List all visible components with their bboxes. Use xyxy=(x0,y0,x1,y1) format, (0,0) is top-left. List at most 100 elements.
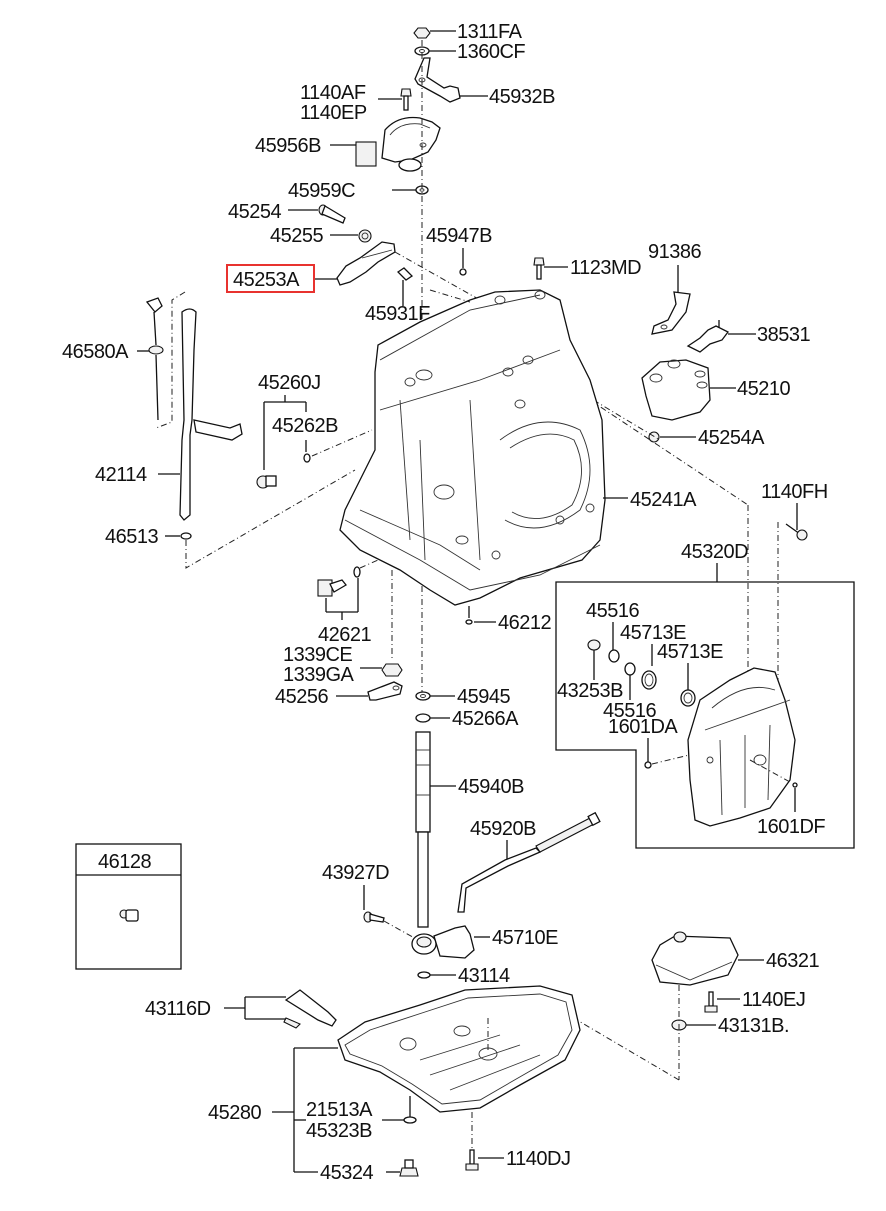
label-46580A[interactable]: 46580A xyxy=(62,341,130,363)
label-1123MD[interactable]: 1123MD xyxy=(570,257,642,279)
washer-45323B[interactable] xyxy=(382,1096,417,1124)
label-1601DF[interactable]: 1601DF xyxy=(757,816,826,838)
bracket-38531[interactable] xyxy=(686,320,756,353)
label-1140DJ[interactable]: 1140DJ xyxy=(506,1148,571,1170)
oring-46513[interactable] xyxy=(165,532,192,540)
label-91386[interactable]: 91386 xyxy=(648,241,702,263)
label-45920B[interactable]: 45920B xyxy=(470,818,537,840)
label-1311FA[interactable]: 1311FA xyxy=(457,21,523,43)
label-45262B[interactable]: 45262B xyxy=(272,415,339,437)
filler-tube-42114[interactable] xyxy=(158,308,243,521)
nut-1311FA[interactable] xyxy=(413,27,456,39)
washer-1360CF[interactable] xyxy=(414,46,456,56)
seal-45945[interactable] xyxy=(415,691,455,701)
label-1140AF[interactable]: 1140AF xyxy=(300,82,366,104)
bolt-1140EJ[interactable] xyxy=(704,991,740,1013)
label-1360CF[interactable]: 1360CF xyxy=(457,41,526,63)
label-45932B[interactable]: 45932B xyxy=(489,86,556,108)
bolt-1140AF[interactable] xyxy=(378,88,412,111)
oring-45266A[interactable] xyxy=(415,713,450,723)
plug-45260J[interactable] xyxy=(256,475,277,489)
label-45516-bottom[interactable]: 45516 xyxy=(603,700,657,722)
bearing-43253B[interactable] xyxy=(587,639,601,680)
label-1339GA[interactable]: 1339GA xyxy=(283,664,355,686)
label-45959C[interactable]: 45959C xyxy=(288,180,356,202)
label-21513A[interactable]: 21513A xyxy=(306,1099,374,1121)
label-45210[interactable]: 45210 xyxy=(737,378,791,400)
label-45940B[interactable]: 45940B xyxy=(458,776,525,798)
gasket-46212[interactable] xyxy=(465,606,496,625)
label-38531[interactable]: 38531 xyxy=(757,324,811,346)
label-45323B[interactable]: 45323B xyxy=(306,1120,373,1142)
drain-plug-45324[interactable] xyxy=(386,1159,419,1177)
inhibitor-switch-45956B[interactable] xyxy=(330,116,441,172)
sealant-43116D[interactable] xyxy=(224,989,337,1029)
label-46128[interactable]: 46128 xyxy=(98,851,152,873)
label-45945[interactable]: 45945 xyxy=(457,686,511,708)
label-42114[interactable]: 42114 xyxy=(95,464,148,486)
label-42621[interactable]: 42621 xyxy=(318,624,372,646)
label-43116D[interactable]: 43116D xyxy=(145,998,211,1020)
pin-45931F[interactable] xyxy=(396,267,414,306)
nut-1339GA[interactable] xyxy=(360,663,403,677)
washer-43114[interactable] xyxy=(417,971,456,979)
dipstick-46580A[interactable] xyxy=(137,297,164,421)
extension-housing-45320D[interactable] xyxy=(687,667,796,827)
label-1140EJ[interactable]: 1140EJ xyxy=(742,989,806,1011)
label-45516-top[interactable]: 45516 xyxy=(586,600,640,622)
seal-45959C[interactable] xyxy=(392,185,429,195)
detent-lever-45253A[interactable] xyxy=(314,241,396,286)
seal-45713E-b[interactable] xyxy=(680,689,696,707)
label-45253A[interactable]: 45253A xyxy=(233,269,301,291)
label-45260J[interactable]: 45260J xyxy=(258,372,321,394)
transmission-case-45241A[interactable] xyxy=(339,289,628,606)
manual-shaft-45940B[interactable] xyxy=(415,731,456,928)
lever-45256[interactable] xyxy=(336,681,403,701)
washer-45262B[interactable] xyxy=(303,440,311,463)
plug-46128[interactable] xyxy=(119,909,139,922)
pin-1601DF[interactable] xyxy=(792,782,798,812)
label-45947B[interactable]: 45947B xyxy=(426,225,493,247)
label-1601DA[interactable]: 1601DA xyxy=(608,716,679,738)
ring-45516-b[interactable] xyxy=(624,662,636,700)
label-45710E[interactable]: 45710E xyxy=(492,927,559,949)
oil-filter-46321[interactable] xyxy=(651,931,764,986)
label-1140EP[interactable]: 1140EP xyxy=(300,102,367,124)
pin-45947B[interactable] xyxy=(459,248,467,276)
label-43114[interactable]: 43114 xyxy=(458,965,511,987)
label-45254A[interactable]: 45254A xyxy=(698,427,766,449)
detent-lever-45710E[interactable] xyxy=(411,925,490,959)
label-45280[interactable]: 45280 xyxy=(208,1102,262,1124)
label-45266A[interactable]: 45266A xyxy=(452,708,520,730)
label-43927D[interactable]: 43927D xyxy=(322,862,390,884)
label-43131B[interactable]: 43131B. xyxy=(718,1015,790,1037)
label-45320D[interactable]: 45320D xyxy=(681,541,749,563)
oil-pan-45280[interactable] xyxy=(272,985,581,1173)
pin-45254[interactable] xyxy=(288,204,346,224)
plug-45254A[interactable] xyxy=(648,431,696,443)
label-45713E-a[interactable]: 45713E xyxy=(620,622,687,644)
label-45956B[interactable]: 45956B xyxy=(255,135,322,157)
bracket-91386[interactable] xyxy=(651,265,691,335)
bolt-1123MD[interactable] xyxy=(533,257,568,280)
bolt-1140DJ[interactable] xyxy=(465,1112,504,1171)
label-1140FH[interactable]: 1140FH xyxy=(761,481,828,503)
label-45931F[interactable]: 45931F xyxy=(365,303,431,325)
ring-45516[interactable] xyxy=(608,649,620,663)
bolt-1140FH[interactable] xyxy=(785,503,808,541)
label-45324[interactable]: 45324 xyxy=(320,1162,374,1184)
label-46513[interactable]: 46513 xyxy=(105,526,159,548)
label-46212[interactable]: 46212 xyxy=(498,612,552,634)
seal-45713E-a[interactable] xyxy=(641,670,657,690)
label-45241A[interactable]: 45241A xyxy=(630,489,698,511)
label-45256[interactable]: 45256 xyxy=(275,686,329,708)
label-45255[interactable]: 45255 xyxy=(270,225,324,247)
sensor-42621[interactable] xyxy=(317,566,361,620)
spring-45255[interactable] xyxy=(330,229,372,243)
bolt-43927D[interactable] xyxy=(363,885,385,923)
label-43253B[interactable]: 43253B xyxy=(557,680,624,702)
pin-1601DA[interactable] xyxy=(644,738,652,769)
label-1339CE[interactable]: 1339CE xyxy=(283,644,353,666)
label-45254[interactable]: 45254 xyxy=(228,201,282,223)
cable-45920B[interactable] xyxy=(457,811,601,913)
